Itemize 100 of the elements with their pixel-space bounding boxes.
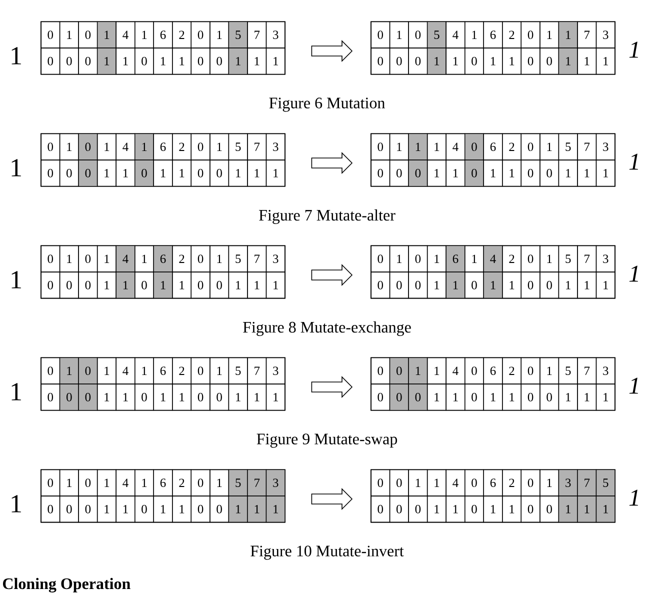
table-cell: 0 xyxy=(389,48,409,75)
table-cell: 6 xyxy=(483,469,503,496)
shaded-cell: 1 xyxy=(558,48,578,75)
table-cell: 1 xyxy=(116,48,136,75)
table-cell: 0 xyxy=(134,48,154,75)
table-cell: 0 xyxy=(520,21,540,48)
table-cell: 0 xyxy=(210,384,230,411)
table-cell: 1 xyxy=(266,384,286,411)
block-arrow xyxy=(311,264,353,286)
table-cell: 3 xyxy=(596,133,616,160)
table-cell: 0 xyxy=(370,160,390,187)
table-cell: 0 xyxy=(540,272,560,299)
table-cell: 1 xyxy=(247,160,267,187)
table-cell: 1 xyxy=(153,496,173,523)
table-cell: 1 xyxy=(483,160,503,187)
side-number: 1 xyxy=(12,159,21,176)
shaded-cell: 7 xyxy=(247,469,267,496)
table-cell: 0 xyxy=(40,133,60,160)
figure-caption: Figure 10 Mutate-invert xyxy=(250,546,404,560)
table-cell: 0 xyxy=(78,245,98,272)
table-cell: 3 xyxy=(596,21,616,48)
table-cell: 6 xyxy=(483,133,503,160)
section-heading: Cloning Operation xyxy=(3,578,130,593)
shaded-cell: 0 xyxy=(408,160,428,187)
table-cell: 1 xyxy=(426,384,446,411)
table-cell: 1 xyxy=(483,384,503,411)
table-cell: 1 xyxy=(210,133,230,160)
table-cell: 4 xyxy=(446,469,466,496)
side-number: 1 xyxy=(12,271,21,288)
shaded-cell: 5 xyxy=(228,21,248,48)
table-cell: 0 xyxy=(408,245,428,272)
shaded-cell: 7 xyxy=(577,469,597,496)
table-cell: 1 xyxy=(228,160,248,187)
shaded-cell: 1 xyxy=(408,133,428,160)
side-number: 1 xyxy=(629,378,638,394)
table-cell: 1 xyxy=(210,357,230,384)
shaded-cell: 6 xyxy=(446,245,466,272)
table-cell: 3 xyxy=(596,357,616,384)
shaded-cell: 1 xyxy=(247,496,267,523)
table-cell: 1 xyxy=(134,21,154,48)
table-cell: 1 xyxy=(134,357,154,384)
table-cell: 1 xyxy=(172,160,192,187)
table-cell: 1 xyxy=(172,272,192,299)
table-cell: 0 xyxy=(540,384,560,411)
table-cell: 1 xyxy=(96,160,116,187)
table-cell: 0 xyxy=(59,48,79,75)
figure-caption: Figure 8 Mutate-exchange xyxy=(243,321,411,336)
block-arrow xyxy=(311,488,353,510)
table-cell: 0 xyxy=(134,496,154,523)
table-cell: 0 xyxy=(540,160,560,187)
table-cell: 5 xyxy=(228,357,248,384)
table-cell: 6 xyxy=(153,469,173,496)
table-cell: 3 xyxy=(596,245,616,272)
table-cell: 6 xyxy=(153,21,173,48)
shaded-cell: 1 xyxy=(96,48,116,75)
table-cell: 6 xyxy=(153,357,173,384)
table-cell: 3 xyxy=(266,21,286,48)
table-cell: 4 xyxy=(446,21,466,48)
side-number: 1 xyxy=(12,495,21,512)
table-cell: 0 xyxy=(40,496,60,523)
figure-caption: Figure 6 Mutation xyxy=(269,98,385,112)
table-cell: 7 xyxy=(577,21,597,48)
table-cell: 0 xyxy=(190,496,210,523)
table-cell: 5 xyxy=(558,357,578,384)
table-cell: 1 xyxy=(247,384,267,411)
table-cell: 5 xyxy=(228,245,248,272)
table-cell: 1 xyxy=(96,496,116,523)
table-cell: 5 xyxy=(558,245,578,272)
shaded-cell: 0 xyxy=(78,384,98,411)
table-cell: 0 xyxy=(190,469,210,496)
shaded-cell: 1 xyxy=(426,48,446,75)
table-cell: 7 xyxy=(577,245,597,272)
table-cell: 1 xyxy=(96,133,116,160)
shaded-cell: 0 xyxy=(389,357,409,384)
table-cell: 0 xyxy=(370,272,390,299)
table-cell: 1 xyxy=(266,48,286,75)
table-cell: 4 xyxy=(446,357,466,384)
table-cell: 0 xyxy=(40,272,60,299)
table-cell: 6 xyxy=(153,133,173,160)
table-cell: 1 xyxy=(577,48,597,75)
block-arrow xyxy=(311,376,353,398)
table-cell: 0 xyxy=(190,245,210,272)
table-cell: 1 xyxy=(96,384,116,411)
table-cell: 3 xyxy=(266,245,286,272)
shaded-cell: 0 xyxy=(464,133,484,160)
table-cell: 1 xyxy=(426,357,446,384)
table-cell: 0 xyxy=(520,384,540,411)
table-cell: 0 xyxy=(190,160,210,187)
table-cell: 0 xyxy=(59,496,79,523)
table-cell: 4 xyxy=(116,21,136,48)
shaded-cell: 1 xyxy=(577,496,597,523)
shaded-cell: 4 xyxy=(116,245,136,272)
table-cell: 1 xyxy=(116,384,136,411)
table-cell: 0 xyxy=(408,496,428,523)
table-cell: 0 xyxy=(59,272,79,299)
table-cell: 2 xyxy=(502,133,522,160)
shaded-cell: 1 xyxy=(446,272,466,299)
table-cell: 1 xyxy=(228,272,248,299)
table-cell: 1 xyxy=(558,384,578,411)
table-cell: 7 xyxy=(577,133,597,160)
